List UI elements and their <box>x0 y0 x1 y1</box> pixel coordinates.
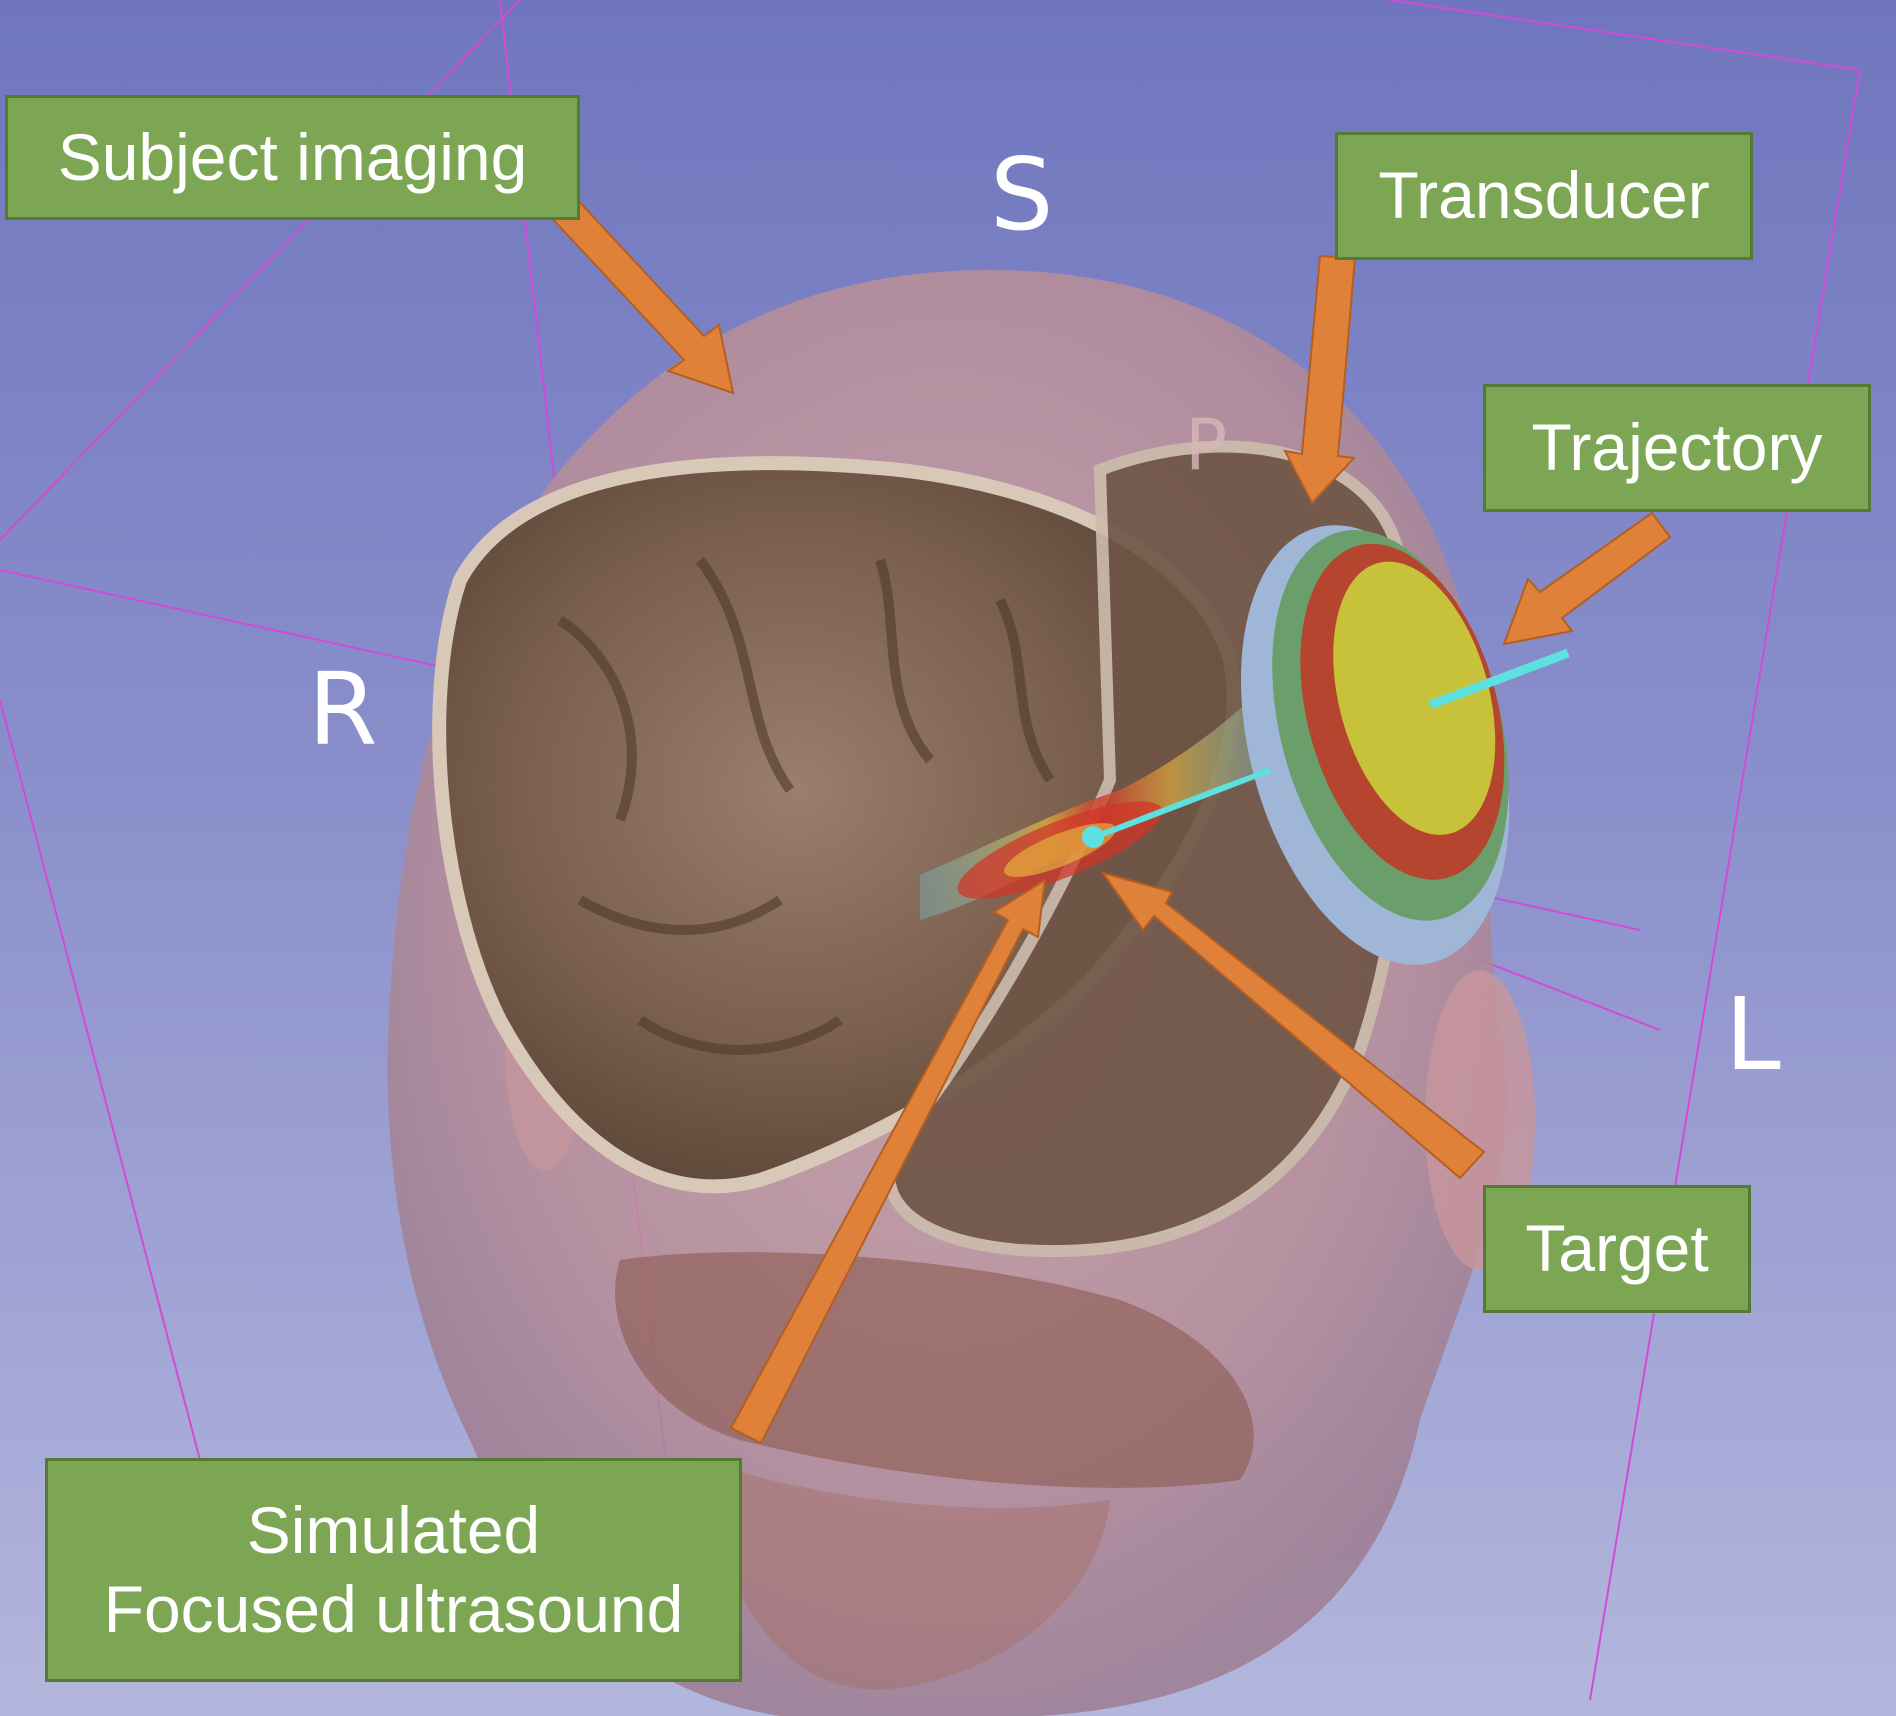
arrow-transducer <box>1283 254 1357 505</box>
label-transducer-text: Transducer <box>1378 158 1710 233</box>
label-target: Target <box>1483 1185 1751 1313</box>
label-simulated-ultrasound: Simulated Focused ultrasound <box>45 1458 742 1682</box>
orientation-posterior: P <box>1185 404 1228 486</box>
jaw-tissue <box>700 1460 1110 1690</box>
lower-face-tissue <box>615 1252 1254 1488</box>
label-target-text: Target <box>1525 1211 1709 1286</box>
arrow-target <box>1100 871 1486 1180</box>
arrow-trajectory <box>1502 511 1672 646</box>
label-trajectory: Trajectory <box>1483 384 1871 512</box>
label-subject-imaging-text: Subject imaging <box>57 119 528 194</box>
annotation-arrows <box>546 194 1672 1445</box>
orientation-left: L <box>1725 976 1781 1093</box>
transducer-disc <box>1240 525 1510 965</box>
label-simulated-line2: Focused ultrasound <box>103 1572 684 1646</box>
label-simulated-line1: Simulated <box>246 1492 541 1567</box>
orientation-right: R <box>308 651 378 768</box>
orientation-superior: S <box>990 136 1054 253</box>
brain-sulci <box>557 557 1055 1055</box>
label-trajectory-text: Trajectory <box>1531 410 1823 485</box>
target-marker[interactable] <box>1082 826 1104 848</box>
label-transducer: Transducer <box>1335 132 1753 260</box>
trajectory-line <box>1093 648 1570 840</box>
arrow-simulated-ultrasound <box>729 878 1047 1445</box>
label-subject-imaging: Subject imaging <box>5 95 580 220</box>
arrow-subject-imaging <box>546 194 735 395</box>
